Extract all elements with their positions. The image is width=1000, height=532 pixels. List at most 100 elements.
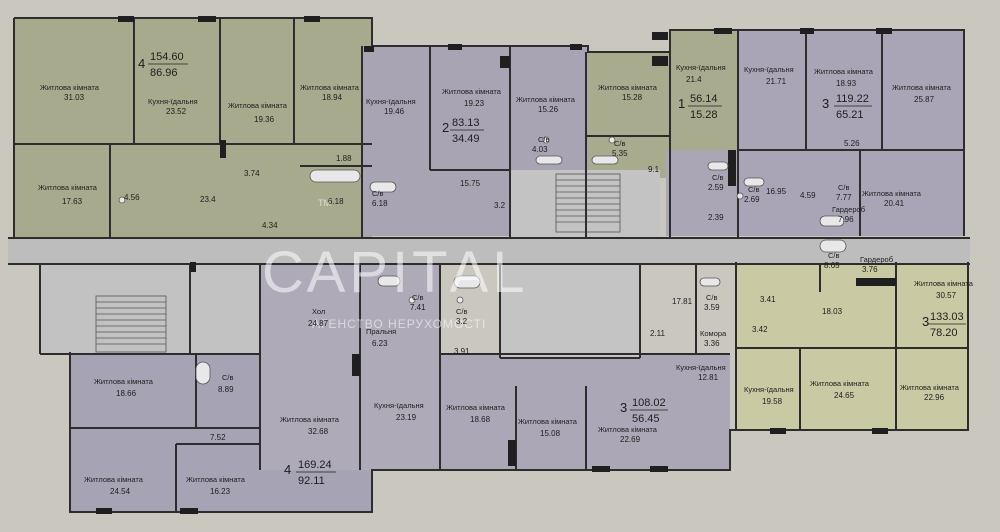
room-label: Житлова кімната — [892, 83, 952, 92]
room-area: 19.58 — [762, 397, 783, 406]
unit-rooms: 4 — [138, 56, 145, 71]
room-area: 15.26 — [538, 105, 559, 114]
unit-living-area: 65.21 — [836, 109, 864, 121]
room-area: 8.65 — [824, 261, 840, 270]
unit-total-area: 108.02 — [632, 397, 666, 409]
room-area: 3.59 — [704, 303, 720, 312]
unit-badge: 1 56.14 15.28 — [678, 93, 722, 121]
unit-total-area: 154.60 — [150, 51, 184, 63]
unit-living-area: 78.20 — [930, 327, 958, 339]
bath-fixtures — [118, 136, 847, 385]
zone-green — [14, 18, 738, 238]
room-area: 1.88 — [336, 154, 352, 163]
room-label: Житлова кімната — [598, 83, 658, 92]
room-area: 3.36 — [704, 339, 720, 348]
room-label: Житлова кімната — [300, 83, 360, 92]
room-labels: Житлова кімната 31.03 Кухня-їдальня 23.5… — [38, 63, 974, 496]
room-area: 24.54 — [110, 487, 131, 496]
room-area: 18.03 — [822, 307, 843, 316]
room-area: 18.94 — [322, 93, 343, 102]
room-label: Кухня-їдальня — [374, 401, 424, 410]
room-label: Кухня-їдальня — [148, 97, 198, 106]
room-area: 23.19 — [396, 413, 417, 422]
unit-total-area: 133.03 — [930, 311, 964, 323]
room-label: Комора — [700, 329, 727, 338]
room-area: 9.1 — [648, 165, 660, 174]
unit-badge: 3 133.03 78.20 — [922, 311, 966, 339]
room-label: Житлова кімната — [40, 83, 100, 92]
room-label: Кухня-їдальня — [744, 385, 794, 394]
room-area: 22.96 — [924, 393, 945, 402]
room-label: С/в — [706, 293, 718, 302]
watermark-prefix: ТМ — [318, 198, 331, 208]
room-label: С/в — [538, 135, 550, 144]
watermark-brand: САРІТАL — [262, 240, 529, 305]
room-area: 31.03 — [64, 93, 85, 102]
unit-total-area: 169.24 — [298, 459, 332, 471]
unit-badge: 3 119.22 65.21 — [822, 93, 872, 121]
room-area: 17.63 — [62, 197, 83, 206]
room-area: 19.36 — [254, 115, 275, 124]
room-label: С/в — [456, 307, 468, 316]
room-label: Житлова кімната — [442, 87, 502, 96]
room-area: 18.68 — [470, 415, 491, 424]
room-area: 2.59 — [708, 183, 724, 192]
room-area: 3.42 — [752, 325, 768, 334]
room-area: 4.34 — [262, 221, 278, 230]
room-label: Житлова кімната — [810, 379, 870, 388]
room-area: 21.4 — [686, 75, 702, 84]
room-area: 18.66 — [116, 389, 137, 398]
room-area: 3.2 — [494, 201, 506, 210]
room-area: 2.11 — [650, 329, 666, 338]
unit-rooms: 3 — [620, 400, 627, 415]
room-area: 22.69 — [620, 435, 641, 444]
room-label: С/в — [372, 189, 384, 198]
room-area: 16.95 — [766, 187, 787, 196]
zone-yellow — [736, 262, 968, 430]
room-label: Гардероб — [832, 205, 865, 214]
room-label: С/в — [828, 251, 840, 260]
room-area: 6.18 — [372, 199, 388, 208]
room-label: Кухня-їдальня — [676, 363, 726, 372]
room-label: Гардероб — [860, 255, 893, 264]
room-label: Житлова кімната — [516, 95, 576, 104]
room-label: Кухня-їдальня — [676, 63, 726, 72]
room-area: 3.74 — [244, 169, 260, 178]
unit-rooms: 2 — [442, 120, 449, 135]
room-area: 16.23 — [210, 487, 231, 496]
room-label: С/в — [222, 373, 234, 382]
room-area: 32.68 — [308, 427, 329, 436]
unit-living-area: 56.45 — [632, 413, 660, 425]
room-area: 19.46 — [384, 107, 405, 116]
room-area: 3.76 — [862, 265, 878, 274]
room-area: 30.57 — [936, 291, 957, 300]
room-label: Житлова кімната — [914, 279, 974, 288]
room-label: Житлова кімната — [228, 101, 288, 110]
room-area: 2.39 — [708, 213, 724, 222]
room-area: 19.23 — [464, 99, 485, 108]
room-area: 6.23 — [372, 339, 388, 348]
room-area: 15.28 — [622, 93, 643, 102]
unit-badge: 2 83.13 34.49 — [442, 117, 484, 145]
room-label: С/в — [748, 185, 760, 194]
room-area: 23.4 — [200, 195, 216, 204]
room-area: 24.65 — [834, 391, 855, 400]
watermark: ТМ САРІТАL АГЕНСТВО НЕРУХОМОСТІ — [262, 198, 529, 331]
unit-rooms: 4 — [284, 462, 291, 477]
room-label: Житлова кімната — [518, 417, 578, 426]
room-label: С/в — [838, 183, 850, 192]
room-area: 5.26 — [844, 139, 860, 148]
room-area: 6.18 — [328, 197, 344, 206]
room-area: 3.2 — [456, 317, 468, 326]
room-area: 3.91 — [454, 347, 470, 356]
unit-rooms: 3 — [922, 314, 929, 329]
unit-total-area: 56.14 — [690, 93, 718, 105]
room-area: 7.96 — [838, 215, 854, 224]
unit-rooms: 1 — [678, 96, 685, 111]
room-label: Кухня-їдальня — [366, 97, 416, 106]
room-label: Кухня-їдальня — [744, 65, 794, 74]
stairs — [95, 173, 621, 353]
left-core — [40, 264, 260, 354]
room-area: 23.52 — [166, 107, 187, 116]
